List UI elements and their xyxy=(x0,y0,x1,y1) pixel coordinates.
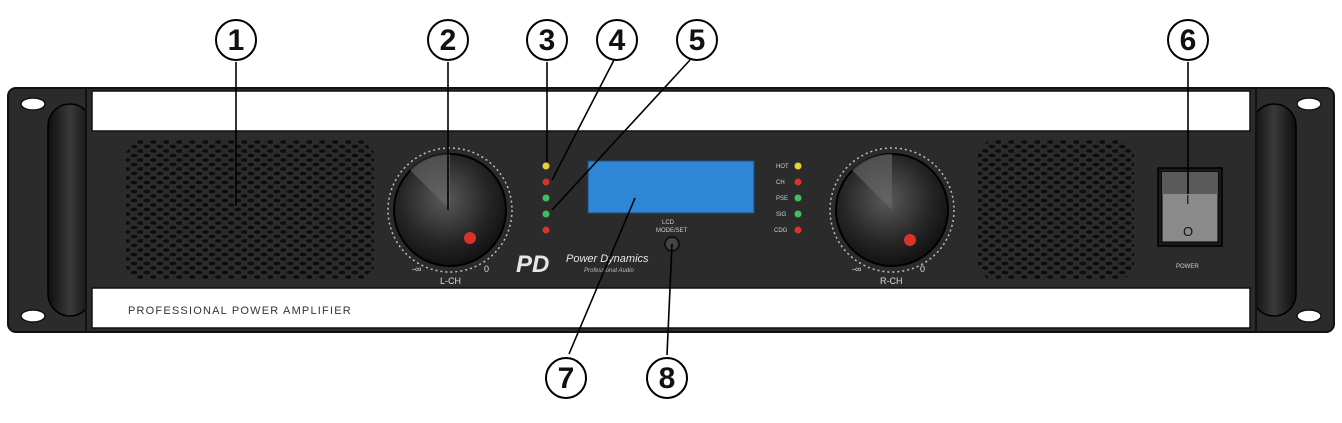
left-led-4-green xyxy=(542,210,550,218)
left-knob-max: 0 xyxy=(484,264,489,274)
brand-tagline: Professional Audio xyxy=(584,268,634,274)
left-ear-hole-bottom xyxy=(20,309,46,323)
left-volume-knob[interactable] xyxy=(387,147,513,273)
callout-number-5: 5 xyxy=(689,24,706,57)
right-led-label-2: CH xyxy=(776,180,785,186)
center-button-sublabel: MODE/SET xyxy=(656,228,688,234)
leader-line-8 xyxy=(666,243,673,356)
left-knob-label: L-CH xyxy=(440,276,461,286)
left-knob-min: -∞ xyxy=(412,264,421,274)
callout-number-3: 3 xyxy=(539,24,556,57)
leader-line-5 xyxy=(551,59,691,211)
right-knob-label: R-CH xyxy=(880,276,903,286)
left-led-1-yellow xyxy=(542,162,550,170)
power-label: POWER xyxy=(1176,264,1199,270)
right-vent-grille xyxy=(978,140,1134,280)
callout-circle-4 xyxy=(596,19,638,61)
model-text: PROFESSIONAL POWER AMPLIFIER xyxy=(128,305,352,317)
callout-circle-6 xyxy=(1167,19,1209,61)
bottom-strip xyxy=(91,287,1251,329)
callout-number-8: 8 xyxy=(659,362,676,395)
leader-line-4 xyxy=(551,59,615,181)
top-strip xyxy=(91,90,1251,132)
callout-circle-1 xyxy=(215,19,257,61)
right-led-label-1: HOT xyxy=(776,164,789,170)
left-ear-hole-top xyxy=(20,97,46,111)
right-knob-max: 0 xyxy=(920,264,925,274)
right-ear-hole-top xyxy=(1296,97,1322,111)
right-led-label-5: CDG xyxy=(774,228,788,234)
callout-number-7: 7 xyxy=(558,362,575,395)
right-handle xyxy=(1251,103,1297,317)
callout-number-6: 6 xyxy=(1180,24,1197,57)
callout-number-1: 1 xyxy=(228,24,245,57)
callout-circle-3 xyxy=(526,19,568,61)
left-led-3-green xyxy=(542,194,550,202)
power-on-symbol: I xyxy=(1186,192,1190,207)
brand-name: Power Dynamics xyxy=(566,253,649,265)
right-led-label-4: SIG xyxy=(776,212,787,218)
right-led-2-red xyxy=(794,178,802,186)
callout-number-4: 4 xyxy=(609,24,626,57)
logo-mark-icon: PD xyxy=(516,251,549,278)
leader-line-7 xyxy=(568,197,636,355)
right-volume-knob[interactable] xyxy=(829,147,955,273)
power-off-symbol: O xyxy=(1183,224,1193,239)
left-led-5-red xyxy=(542,226,550,234)
right-led-label-3: PSE xyxy=(776,196,788,202)
callout-circle-8 xyxy=(646,357,688,399)
left-led-2-red xyxy=(542,178,550,186)
right-led-1-yellow xyxy=(794,162,802,170)
callout-circle-7 xyxy=(545,357,587,399)
right-knob-min: -∞ xyxy=(852,264,861,274)
right-ear-hole-bottom xyxy=(1296,309,1322,323)
callout-circle-5 xyxy=(676,19,718,61)
center-button-label: LCD xyxy=(662,220,675,226)
brand-logo: PD Power Dynamics Professional Audio xyxy=(516,251,649,278)
power-switch[interactable] xyxy=(1161,171,1219,243)
left-vent-grille xyxy=(126,140,374,280)
right-led-5-red xyxy=(794,226,802,234)
callout-number-2: 2 xyxy=(440,24,457,57)
callout-circle-2 xyxy=(427,19,469,61)
lcd-display xyxy=(587,160,755,214)
right-led-3-green xyxy=(794,194,802,202)
right-led-4-green xyxy=(794,210,802,218)
